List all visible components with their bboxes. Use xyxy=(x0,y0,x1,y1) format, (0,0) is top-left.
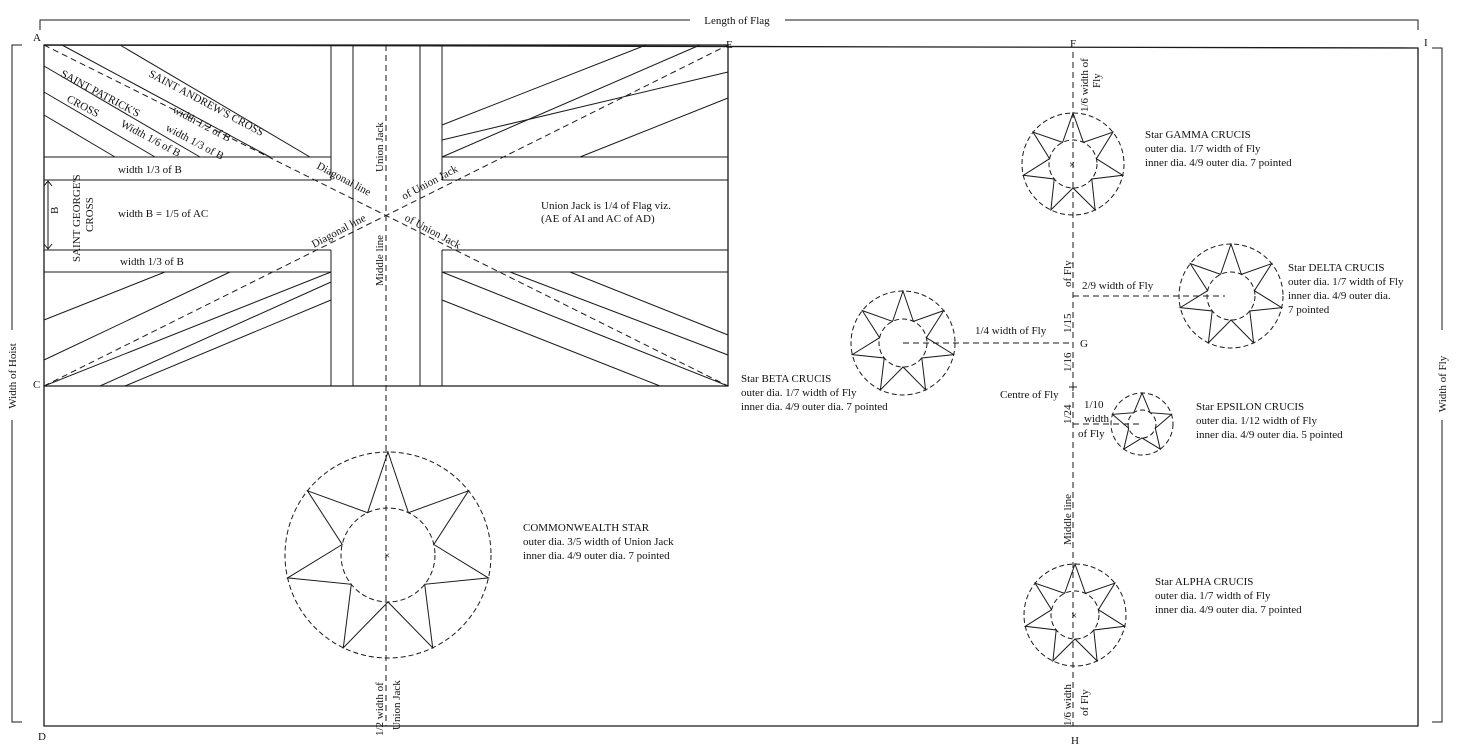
tenth-label: 1/10 xyxy=(1084,399,1104,411)
point-e: E xyxy=(726,39,733,51)
flag-outline xyxy=(43,44,1419,727)
union-jack-note-1: Union Jack is 1/4 of Flag viz. xyxy=(541,200,671,212)
star-beta-crucis xyxy=(850,289,956,396)
point-a: A xyxy=(33,32,41,44)
union-jack-vertical-label: Union Jack xyxy=(374,122,386,172)
star-labels: COMMONWEALTH STAR outer dia. 3/5 width o… xyxy=(523,129,1404,616)
star-delta-crucis xyxy=(1178,242,1284,349)
gamma-inner: inner dia. 4/9 outer dia. 7 pointed xyxy=(1145,157,1292,169)
commonwealth-star-centre-mark: × xyxy=(384,550,390,562)
delta-outer: outer dia. 1/7 width of Fly xyxy=(1288,276,1404,288)
sixteenth-label: 1/16 xyxy=(1062,352,1074,372)
width-of-hoist-label: Width of Hoist xyxy=(7,343,19,409)
beta-outer: outer dia. 1/7 width of Fly xyxy=(741,387,857,399)
epsilon-title: Star EPSILON CRUCIS xyxy=(1196,401,1304,413)
saint-georges-label-1: SAINT GEORGE'S xyxy=(71,174,83,262)
sixth-bottom-label-1: 1/6 width xyxy=(1062,684,1074,726)
point-c: C xyxy=(33,379,40,391)
width-b-label: width B = 1/5 of AC xyxy=(118,208,208,220)
of-fly-upper-label: of Fly xyxy=(1062,260,1074,287)
middle-line-vertical-label: Middle line xyxy=(374,235,386,286)
star-gamma-crucis: × xyxy=(1021,111,1125,216)
middle-line-fly-label: Middle line xyxy=(1062,494,1074,545)
dimension-lines: Length of Flag Width of Hoist Width of F… xyxy=(7,15,1449,723)
union-jack xyxy=(43,44,729,726)
commonwealth-star-title: COMMONWEALTH STAR xyxy=(523,522,650,534)
st-george-width-bottom-label: width 1/3 of B xyxy=(120,256,184,268)
commonwealth-star: × xyxy=(284,450,492,659)
union-jack-labels: SAINT ANDREW'S CROSS width 1/2 of B widt… xyxy=(49,68,671,286)
star-alpha-crucis: × xyxy=(1023,562,1127,667)
diagonal-line-label-2: Diagonal line xyxy=(310,212,368,251)
delta-points: 7 pointed xyxy=(1288,304,1330,316)
fly-construction-lines xyxy=(903,52,1225,726)
fifteenth-label: 1/15 xyxy=(1062,313,1074,333)
beta-title: Star BETA CRUCIS xyxy=(741,373,831,385)
gamma-outer: outer dia. 1/7 width of Fly xyxy=(1145,143,1261,155)
delta-title: Star DELTA CRUCIS xyxy=(1288,262,1385,274)
point-d: D xyxy=(38,731,46,743)
width-of-fly-label: Width of Fly xyxy=(1437,355,1449,412)
half-width-label-2: Union Jack xyxy=(391,680,403,730)
of-fly-lower-label: of Fly xyxy=(1078,428,1105,440)
saint-georges-label-2: CROSS xyxy=(84,197,96,232)
point-g: G xyxy=(1080,338,1088,350)
delta-inner: inner dia. 4/9 outer dia. xyxy=(1288,290,1391,302)
quarter-label: 1/4 width of Fly xyxy=(975,325,1047,337)
gamma-title: Star GAMMA CRUCIS xyxy=(1145,129,1251,141)
length-of-flag-label: Length of Flag xyxy=(704,15,770,27)
star-epsilon-crucis xyxy=(1110,391,1174,456)
fly-measure-labels: 1/6 width of Fly of Fly 2/9 width of Fly… xyxy=(374,58,1154,736)
svg-text:×: × xyxy=(1071,610,1077,622)
point-i: I xyxy=(1424,37,1428,49)
centre-of-fly-label: Centre of Fly xyxy=(1000,389,1059,401)
svg-text:×: × xyxy=(1069,159,1075,171)
alpha-title: Star ALPHA CRUCIS xyxy=(1155,576,1253,588)
st-george-width-top-label: width 1/3 of B xyxy=(118,164,182,176)
commonwealth-star-inner: inner dia. 4/9 outer dia. 7 pointed xyxy=(523,550,670,562)
twenty-fourth-label: 1/24 xyxy=(1062,404,1074,424)
epsilon-outer: outer dia. 1/12 width of Fly xyxy=(1196,415,1317,427)
epsilon-inner: inner dia. 4/9 outer dia. 5 pointed xyxy=(1196,429,1343,441)
two-ninths-label: 2/9 width of Fly xyxy=(1082,280,1154,292)
point-labels: A C D E F G H I xyxy=(33,32,1428,747)
point-f: F xyxy=(1070,38,1076,50)
sixth-bottom-label-2: of Fly xyxy=(1079,689,1091,716)
diagonal-line-label-1: Diagonal line xyxy=(315,160,373,199)
of-union-jack-label-2: of Union Jack xyxy=(403,212,464,252)
sixth-top-label-1: 1/6 width of xyxy=(1079,58,1091,112)
b-label: B xyxy=(49,207,61,214)
commonwealth-star-shape xyxy=(286,450,490,650)
union-jack-note-2: (AE of AI and AC of AD) xyxy=(541,213,655,225)
beta-inner: inner dia. 4/9 outer dia. 7 pointed xyxy=(741,401,888,413)
commonwealth-star-outer: outer dia. 3/5 width of Union Jack xyxy=(523,536,674,548)
point-h: H xyxy=(1071,735,1079,747)
alpha-outer: outer dia. 1/7 width of Fly xyxy=(1155,590,1271,602)
alpha-inner: inner dia. 4/9 outer dia. 7 pointed xyxy=(1155,604,1302,616)
width-word-label: width xyxy=(1084,413,1110,425)
sixth-top-label-2: Fly xyxy=(1091,73,1103,88)
half-width-label-1: 1/2 width of xyxy=(374,682,386,736)
